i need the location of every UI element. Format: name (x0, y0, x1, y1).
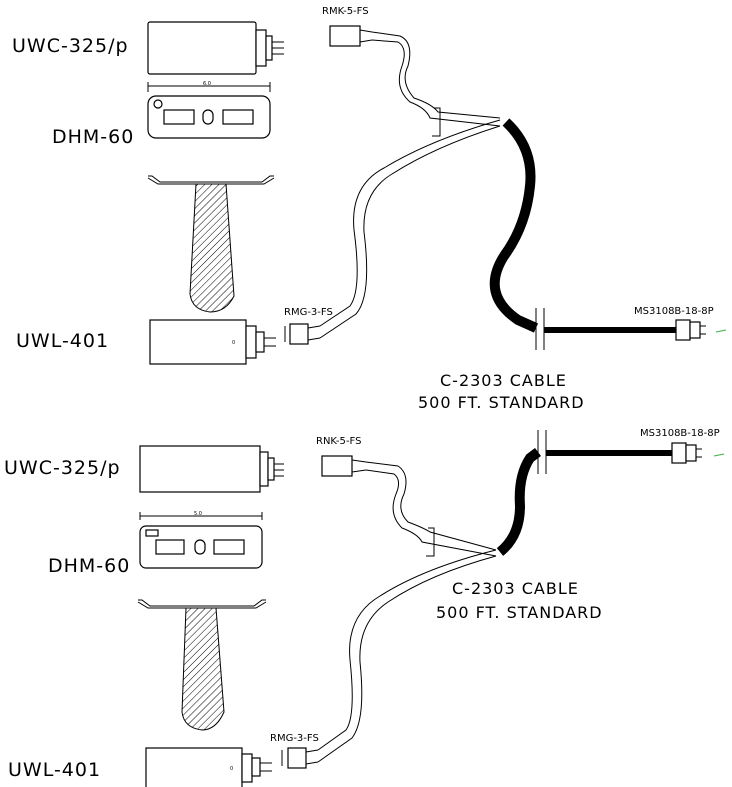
rmk-connector (321, 455, 367, 477)
probe-body (181, 607, 225, 731)
cable-title: C-2303 CABLE (440, 371, 567, 390)
mount-plate (147, 175, 275, 185)
uwc-sensor (139, 445, 284, 493)
uwc-sensor (147, 21, 284, 75)
dhm-label: DHM-60 (48, 555, 130, 577)
uwl-sensor: 0 (149, 319, 276, 365)
rmk-label: RMK-5-FS (322, 6, 369, 17)
lower-group: UWC-325/p DHM-60 5.0 (4, 428, 725, 787)
rmk-connector (329, 25, 373, 47)
connector-label: MS3108B-18-8P (640, 428, 720, 439)
cable-length: 500 FT. STANDARD (418, 393, 585, 412)
cable-title: C-2303 CABLE (452, 579, 579, 598)
cable-harness (319, 31, 501, 339)
thick-cable (496, 448, 541, 556)
ms-connector (675, 319, 727, 341)
ms-connector (671, 442, 725, 464)
uwc-label: UWC-325/p (12, 35, 129, 57)
cable-length: 500 FT. STANDARD (436, 603, 603, 622)
uwc-label: UWC-325/p (4, 457, 121, 479)
svg-text:0: 0 (230, 766, 233, 772)
mount-plate (137, 599, 267, 609)
uwl-label: UWL-401 (16, 330, 109, 352)
rmg-label: RMG-3-FS (270, 733, 319, 744)
rmg-connector (284, 323, 321, 345)
svg-text:0: 0 (232, 340, 235, 346)
cable-break (537, 430, 547, 474)
dhm-dimension: 6.0 (203, 81, 211, 87)
connector-label: MS3108B-18-8P (634, 306, 714, 317)
dhm-dimension-line: 6.0 (147, 81, 271, 92)
dhm-sensor (139, 525, 263, 569)
rmk-label: RNK-5-FS (316, 436, 361, 447)
rmg-connector (281, 747, 319, 769)
dhm-sensor (147, 95, 271, 139)
dhm-dimension-line: 5.0 (139, 511, 263, 520)
uwl-label: UWL-401 (8, 759, 101, 781)
cable-harness (317, 461, 497, 763)
upper-group: UWC-325/p DHM-60 6.0 (12, 6, 727, 412)
cable-break (535, 308, 545, 350)
dhm-dimension: 5.0 (194, 511, 202, 517)
thick-cable (489, 118, 539, 333)
probe-body (189, 183, 235, 313)
dhm-label: DHM-60 (52, 126, 134, 148)
uwl-sensor: 0 (145, 747, 272, 787)
rmg-label: RMG-3-FS (284, 307, 333, 318)
